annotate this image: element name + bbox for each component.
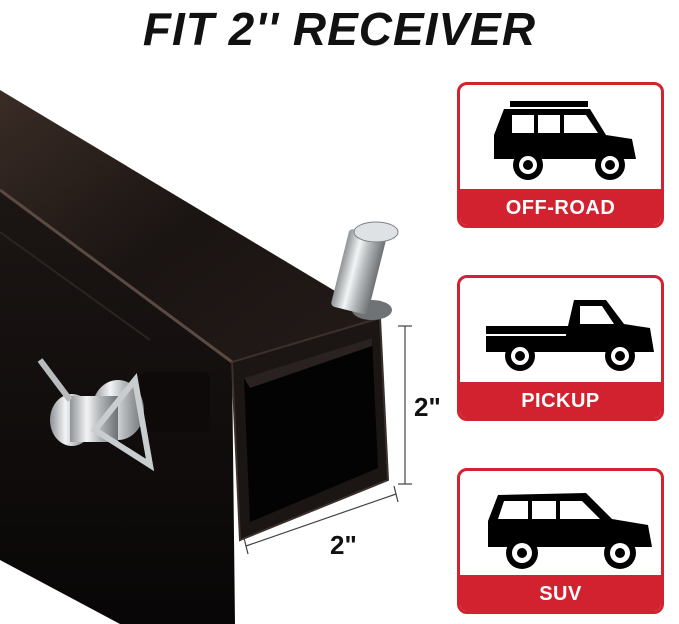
height-dimension-line	[398, 325, 412, 485]
pickup-label: PICKUP	[460, 382, 661, 418]
suv-card: SUV	[457, 468, 664, 614]
suv-label: SUV	[460, 575, 661, 611]
tube-opening	[244, 338, 378, 522]
pickup-truck-icon	[486, 300, 654, 371]
offroad-label: OFF-ROAD	[460, 189, 661, 225]
width-dimension-line	[243, 485, 399, 555]
page-title: FIT 2'' RECEIVER	[142, 3, 537, 55]
tube-top-face	[0, 90, 380, 362]
width-dimension-label: 2"	[330, 530, 357, 560]
height-dimension-label: 2"	[414, 392, 441, 422]
pickup-card: PICKUP	[457, 275, 664, 421]
offroad-card: OFF-ROAD	[457, 82, 664, 228]
hitch-pin	[331, 221, 399, 320]
suv-vehicle-icon	[488, 493, 652, 569]
clip-pin	[37, 358, 210, 472]
offroad-vehicle-icon	[494, 101, 636, 180]
